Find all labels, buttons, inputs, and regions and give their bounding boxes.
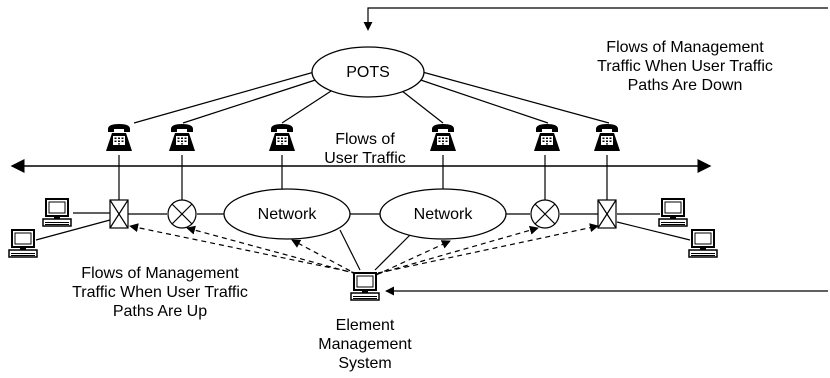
telephone-icon <box>269 124 295 151</box>
network-ems-links <box>339 229 411 271</box>
telephone-icon <box>534 124 560 151</box>
cross-connect-icon <box>109 199 129 229</box>
telephone-icon <box>594 124 620 151</box>
cross-connect-icon <box>597 199 617 229</box>
pots-label: POTS <box>346 64 390 81</box>
network-node-left <box>223 188 351 240</box>
computer-icon <box>350 272 380 301</box>
computer-icon <box>8 229 38 258</box>
switch-icon <box>530 199 560 229</box>
mgmt-up-label: Flows of Management Traffic When User Tr… <box>72 265 248 320</box>
telephone-icon <box>169 124 195 151</box>
ems-label: Element Management System <box>318 317 412 372</box>
mgmt-down-label: Flows of Management Traffic When User Tr… <box>597 39 773 94</box>
computer-icon <box>658 198 688 227</box>
computer-icon <box>688 229 718 258</box>
switch-icon <box>167 199 197 229</box>
network-node-right <box>379 188 507 240</box>
computer-icon <box>42 198 72 227</box>
mgmt-path-down-arrow <box>363 7 828 31</box>
telephone-icon <box>106 124 132 151</box>
pots-node <box>311 46 425 98</box>
computer-links <box>35 212 691 241</box>
mgmt-up-dashed-arrows <box>129 223 599 276</box>
network-label-right: Network <box>413 206 473 223</box>
user-traffic-label: Flows of User Traffic <box>324 131 406 167</box>
network-label-left: Network <box>257 206 317 223</box>
